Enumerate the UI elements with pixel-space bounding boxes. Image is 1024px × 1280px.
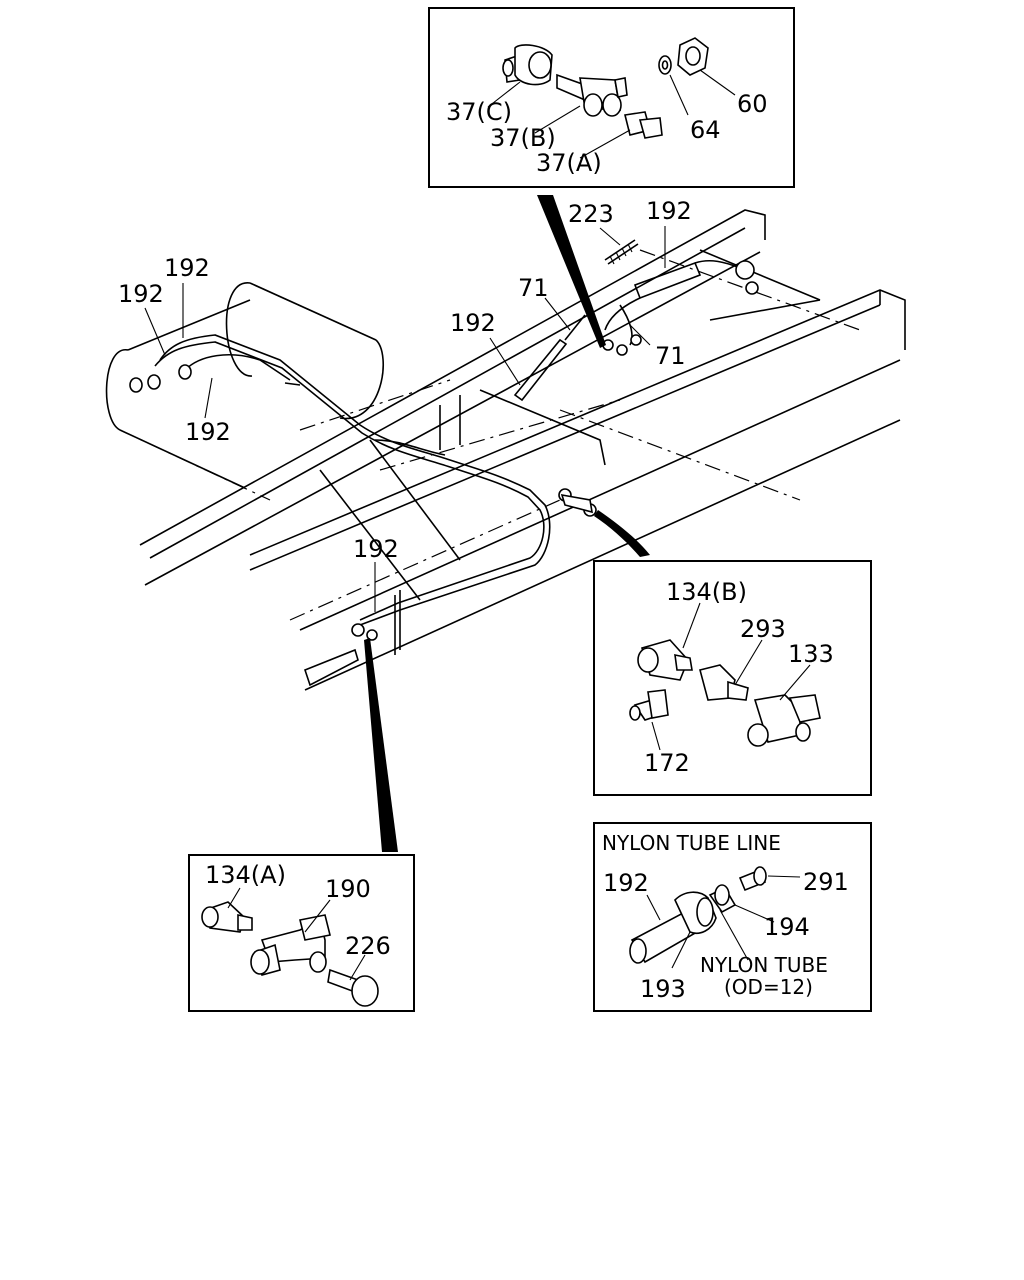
- label-192-left-upper: 192: [164, 254, 210, 282]
- detail-box-fittings: 134(B) 293 133 172: [593, 560, 872, 796]
- label-172: 172: [644, 749, 690, 777]
- label-60: 60: [737, 90, 768, 118]
- nylon-box-title: NYLON TUBE LINE: [602, 831, 781, 855]
- main-view-fittings: [129, 239, 759, 641]
- label-226: 226: [345, 932, 391, 960]
- air-tank-left: [105, 282, 384, 501]
- pointer-right: [594, 510, 650, 557]
- nylon-tubing-runs: [154, 260, 741, 626]
- detail-box-nylon-tube: NYLON TUBE LINE 192 291 194 193 NYLON TU…: [593, 822, 872, 1012]
- label-192-rear: 192: [353, 535, 399, 563]
- label-37a: 37(A): [536, 149, 602, 177]
- label-133: 133: [788, 640, 834, 668]
- label-190: 190: [325, 875, 371, 903]
- label-193: 193: [640, 975, 686, 1003]
- frame-rails: [139, 209, 906, 691]
- label-192-centre: 192: [450, 309, 496, 337]
- label-223: 223: [568, 200, 614, 228]
- nylon-tube-note: NYLON TUBE: [700, 953, 828, 977]
- pointer-bottom: [364, 638, 398, 852]
- label-134a: 134(A): [205, 861, 286, 889]
- label-37c: 37(C): [446, 98, 512, 126]
- nylon-tube-od-note: (OD=12): [724, 975, 813, 999]
- label-64: 64: [690, 116, 721, 144]
- detail-box-top: 37(C) 37(B) 37(A) 64 60: [428, 7, 795, 188]
- label-192-left-lower: 192: [185, 418, 231, 446]
- label-192-left: 192: [118, 280, 164, 308]
- label-194: 194: [764, 913, 810, 941]
- label-192-top-right: 192: [646, 197, 692, 225]
- label-37b: 37(B): [490, 124, 556, 152]
- pointer-top: [537, 195, 606, 348]
- detail-box-cross: 134(A) 190 226: [188, 854, 415, 1012]
- main-leader-lines: [144, 226, 666, 612]
- label-71-lower: 71: [655, 342, 686, 370]
- label-192-nylon: 192: [603, 869, 649, 897]
- label-71-upper: 71: [518, 274, 549, 302]
- chassis-view: 223 192 192 192 71 192 71 192 192: [105, 195, 906, 852]
- label-134b: 134(B): [666, 578, 747, 606]
- label-293: 293: [740, 615, 786, 643]
- label-291: 291: [803, 868, 849, 896]
